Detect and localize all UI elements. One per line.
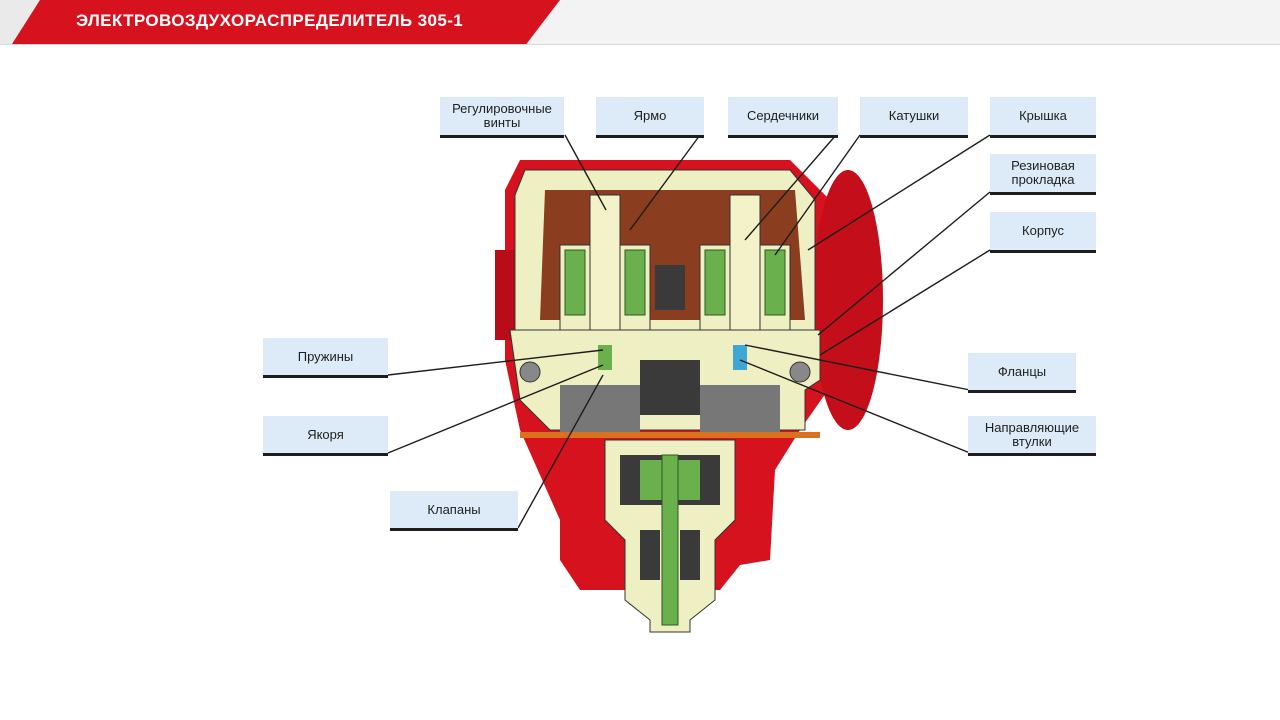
label-guide-bushings: Направляющие втулки: [968, 416, 1096, 455]
copper-interior: [540, 190, 805, 320]
body-cream: [509, 329, 821, 431]
page-title: ЭЛЕКТРОВОЗДУХОРАСПРЕДЕЛИТЕЛЬ 305-1: [76, 11, 464, 30]
left-yoke: [559, 244, 651, 331]
valve-upper-cavity: [620, 455, 720, 505]
bolt-left: [519, 361, 541, 383]
red-side-lug: [495, 250, 520, 340]
right-yoke: [699, 244, 791, 331]
label-rubber-gasket: Резиновая прокладка: [990, 154, 1096, 194]
center-cavity: [640, 360, 700, 415]
title-banner: [0, 0, 560, 44]
armature-left: [598, 345, 612, 370]
valve-body: [604, 439, 736, 633]
label-housing: Корпус: [990, 212, 1096, 252]
leader-lines: [387, 134, 991, 529]
label-armatures: Якоря: [263, 416, 388, 455]
label-valves: Клапаны: [390, 491, 518, 530]
coil-3: [704, 249, 726, 316]
valve-stem: [661, 454, 679, 626]
label-cores: Сердечники: [728, 97, 838, 137]
label-cover: Крышка: [990, 97, 1096, 137]
label-flanges: Фланцы: [968, 353, 1076, 392]
red-cap-right: [813, 170, 883, 430]
red-casing: [505, 160, 835, 590]
label-coils: Катушки: [860, 97, 968, 137]
center-screw: [655, 265, 685, 310]
label-regulating-screws: Регулировочные винты: [440, 97, 564, 137]
spring-right: [680, 530, 700, 580]
label-yoke: Ярмо: [596, 97, 704, 137]
coil-4: [764, 249, 786, 316]
gasket-line: [520, 432, 820, 438]
spring-left: [640, 530, 660, 580]
label-springs: Пружины: [263, 338, 388, 377]
coil-2: [624, 249, 646, 316]
right-core: [729, 194, 761, 346]
coil-1: [564, 249, 586, 316]
valve-green-zone: [640, 460, 700, 500]
left-chamber: [560, 385, 640, 435]
left-core: [589, 194, 621, 346]
armature-right: [733, 345, 747, 370]
right-chamber: [700, 385, 780, 435]
cover-cream: [514, 169, 816, 331]
header-bar: ЭЛЕКТРОВОЗДУХОРАСПРЕДЕЛИТЕЛЬ 305-1: [0, 0, 1280, 45]
bolt-right: [789, 361, 811, 383]
